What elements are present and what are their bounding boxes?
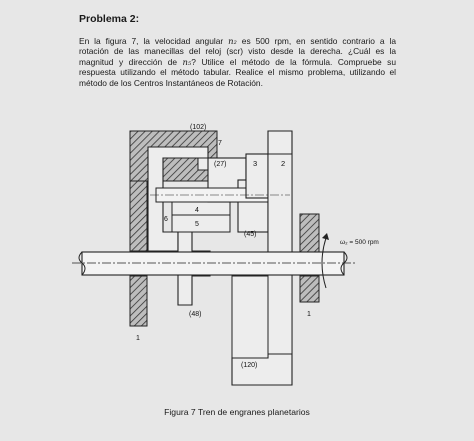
planetary-gear-figure: (102) 7 (27) 3 2 4 5 6 (45) ω₂ = 500 rpm…: [62, 110, 412, 400]
ground-bearing-right-bottom: [299, 275, 320, 303]
statement-line-3: magnitud y dirección de n₅? Utilice el m…: [79, 56, 396, 67]
main-shaft: [81, 251, 345, 276]
label-3: 3: [253, 159, 257, 168]
statement-line-4: respuesta utilizando el método tabular. …: [79, 67, 396, 78]
label-2: 2: [281, 159, 285, 168]
label-27: (27): [214, 161, 226, 168]
planet-4: [171, 200, 231, 216]
label-1-left: 1: [136, 335, 140, 342]
ground-bearing-right-top: [299, 213, 320, 255]
shaft-break-left: [78, 251, 86, 276]
shaft-break-right: [340, 251, 348, 276]
math-n5: n₅: [182, 56, 192, 67]
label-omega: ω₂ = 500 rpm: [340, 239, 379, 246]
gear-120: [231, 275, 269, 359]
statement-line-1: En la figura 7, la velocidad angular n₂ …: [79, 36, 396, 46]
gear-train-drawing: (102) 7 (27) 3 2 4 5 6 (45) ω₂ = 500 rpm…: [72, 124, 379, 386]
math-n2: n₂: [228, 36, 237, 46]
label-120: (120): [241, 362, 257, 369]
planet-5: [171, 214, 231, 233]
problem-statement: En la figura 7, la velocidad angular n₂ …: [79, 36, 396, 88]
label-7: 7: [218, 140, 222, 147]
figure-caption: Figura 7 Tren de engranes planetarios: [164, 407, 310, 417]
ground-frame-left-top: [129, 180, 148, 252]
statement-line-2: rotación de las manecillas del reloj (sc…: [79, 46, 396, 57]
statement-line-5: método de los Centros Instantáneos de Ro…: [79, 77, 263, 88]
label-48: (48): [189, 311, 201, 318]
ground-frame-left-bottom: [129, 275, 148, 327]
label-45: (45): [244, 231, 256, 238]
label-1-right: 1: [307, 311, 311, 318]
label-5: 5: [195, 221, 199, 228]
label-102: (102): [190, 124, 206, 131]
label-6: 6: [164, 216, 168, 223]
ring-gear-right-lip: [197, 157, 209, 171]
label-4: 4: [195, 207, 199, 214]
problem-title: Problema 2:: [79, 13, 140, 25]
rotation-arrow-icon: [321, 237, 327, 289]
